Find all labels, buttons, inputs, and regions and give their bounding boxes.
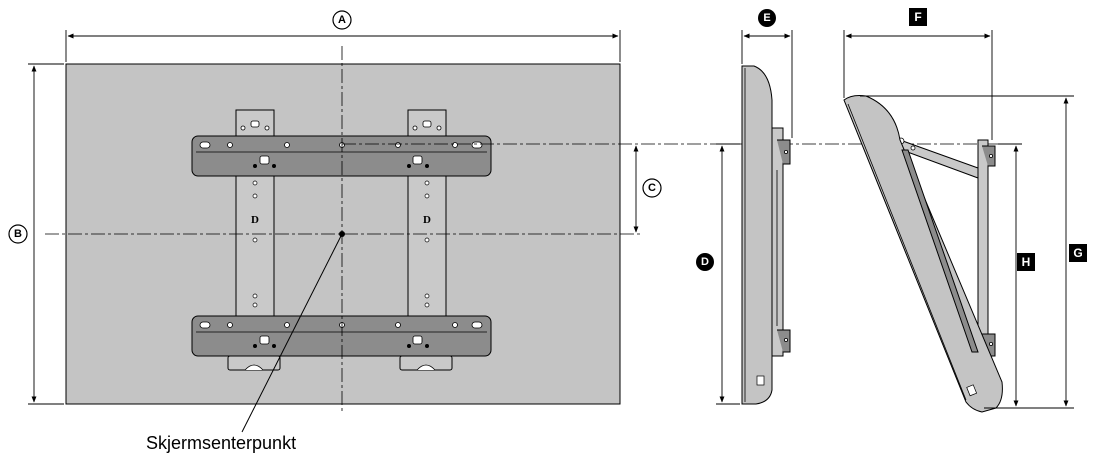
side-view-flat xyxy=(716,30,793,405)
svg-text:E: E xyxy=(763,12,770,24)
label-g: G xyxy=(1069,244,1087,262)
tv-profile-flat xyxy=(741,65,773,405)
svg-text:A: A xyxy=(338,14,346,26)
label-d: D xyxy=(696,253,714,271)
bottom-mount-bar xyxy=(191,315,492,357)
label-h: H xyxy=(1017,253,1035,271)
bracket-flat xyxy=(771,127,784,357)
screen-center-caption: Skjermsenterpunkt xyxy=(146,433,296,453)
label-a: A xyxy=(332,10,352,30)
svg-text:B: B xyxy=(14,228,22,240)
svg-text:F: F xyxy=(914,10,921,24)
tv-profile-tilted xyxy=(843,95,1003,413)
screen-center-leader xyxy=(241,233,343,433)
label-c: C xyxy=(642,178,662,198)
label-e: E xyxy=(758,9,776,27)
bottom-feet xyxy=(227,355,453,371)
label-f: F xyxy=(909,8,927,26)
svg-text:D: D xyxy=(701,256,709,268)
svg-text:G: G xyxy=(1073,246,1082,260)
front-view: D D xyxy=(28,30,1020,433)
upper-left-tab xyxy=(235,109,275,139)
side-view-tilted xyxy=(843,30,1074,413)
svg-text:C: C xyxy=(648,182,656,194)
svg-text:D: D xyxy=(251,214,259,226)
label-b: B xyxy=(8,224,28,244)
upper-right-tab xyxy=(407,109,447,139)
wall-bracket-tilted xyxy=(977,139,989,359)
top-mount-bar xyxy=(191,135,492,177)
svg-text:H: H xyxy=(1022,255,1031,269)
svg-text:D: D xyxy=(423,214,431,226)
